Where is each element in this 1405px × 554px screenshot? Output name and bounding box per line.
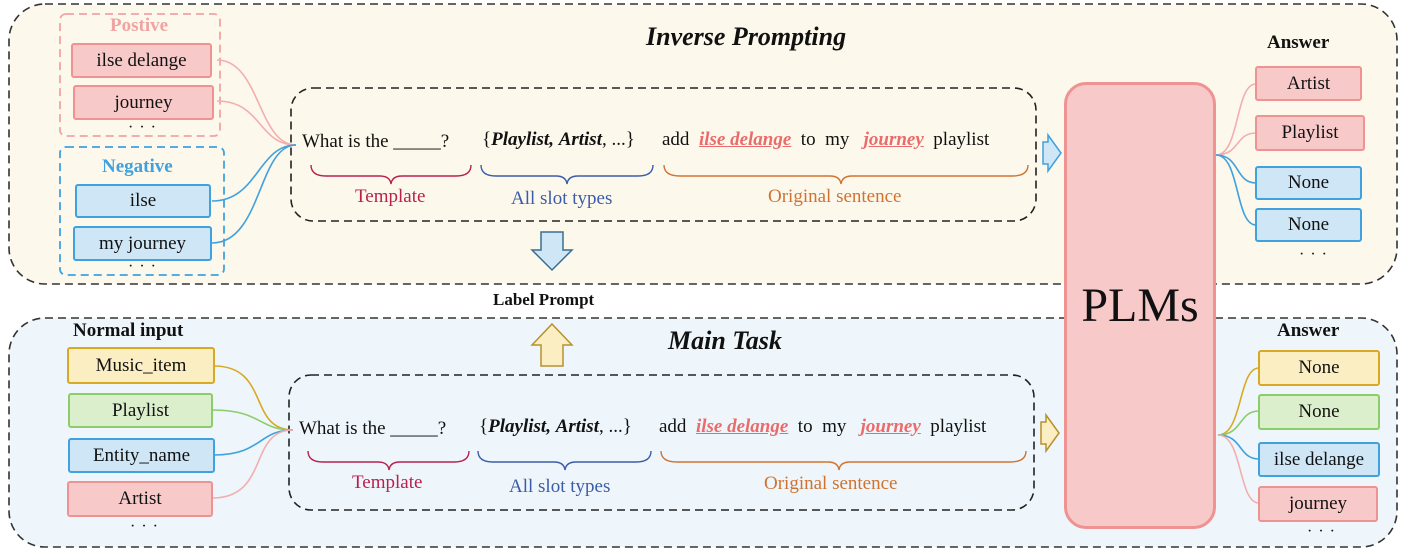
slot-playlist: Playlist — [491, 129, 550, 150]
inverse-prompting-title: Inverse Prompting — [646, 22, 847, 51]
connector-answer-none-2 — [1215, 154, 1257, 226]
brace-slots-top — [480, 164, 654, 185]
entity-journey: journey — [860, 416, 921, 437]
positive-ellipsis: · · · — [128, 119, 157, 136]
connector-answer-b1 — [1217, 367, 1260, 436]
input-ellipsis: · · · — [130, 518, 159, 535]
connector-answer-playlist — [1215, 132, 1257, 156]
brace-slots-bottom — [477, 450, 652, 471]
input-artist: Artist — [67, 481, 213, 517]
bottom-label-template: Template — [352, 472, 423, 493]
slot-separator: , — [549, 129, 554, 150]
label-prompt: Label Prompt — [493, 290, 595, 309]
top-label-template: Template — [355, 186, 426, 207]
word-add: add — [662, 129, 690, 150]
bottom-answer-1: None — [1258, 350, 1380, 386]
bottom-answer-4: journey — [1258, 486, 1378, 522]
negative-item-ilse: ilse — [75, 184, 211, 218]
bottom-label-original: Original sentence — [764, 473, 898, 494]
word-to: to — [800, 129, 816, 150]
arrow-bottom-to-plm — [1040, 412, 1060, 454]
negative-header: Negative — [102, 156, 173, 177]
connector-answer-artist — [1215, 83, 1257, 156]
entity-ilse-delange: ilse delange — [698, 129, 792, 150]
entity-journey: journey — [863, 129, 924, 150]
word-playlist: playlist — [933, 129, 990, 150]
top-label-original: Original sentence — [768, 186, 902, 207]
top-slot-types: {Playlist, Artist, ...} — [482, 129, 635, 151]
connector-negative-1 — [211, 144, 297, 202]
bottom-answer-3: ilse delange — [1258, 442, 1380, 477]
connector-answer-b2 — [1217, 410, 1260, 436]
bottom-answer-2: None — [1258, 394, 1380, 430]
input-music-item: Music_item — [67, 347, 215, 384]
brace-original-top — [663, 164, 1029, 185]
connector-answer-b4 — [1217, 434, 1260, 504]
negative-ellipsis: · · · — [128, 258, 157, 275]
connector-playlist — [211, 409, 294, 431]
normal-input-header: Normal input — [73, 320, 184, 341]
plms-label: PLMs — [1081, 279, 1199, 332]
input-entity-name: Entity_name — [68, 438, 215, 473]
connector-positive-1 — [216, 59, 297, 146]
word-my: my — [822, 416, 847, 437]
entity-ilse-delange: ilse delange — [695, 416, 789, 437]
slot-artist: Artist — [558, 129, 602, 150]
slot-artist: Artist — [555, 416, 599, 437]
slot-open-brace: { — [482, 129, 492, 150]
input-playlist: Playlist — [68, 393, 213, 428]
bottom-label-slots: All slot types — [509, 476, 611, 497]
top-label-slots: All slot types — [511, 188, 613, 209]
arrow-down-label-prompt — [530, 231, 574, 272]
positive-item-ilse-delange: ilse delange — [71, 43, 212, 78]
positive-group — [59, 13, 221, 137]
top-template-text: What is the _____? — [302, 131, 450, 152]
top-answer-header: Answer — [1267, 32, 1330, 53]
word-add: add — [659, 416, 687, 437]
top-answer-none-2: None — [1255, 208, 1362, 242]
slot-close: , ...} — [599, 416, 632, 437]
top-answer-ellipsis: · · · — [1299, 246, 1328, 263]
brace-template-bottom — [307, 450, 470, 471]
slot-separator: , — [546, 416, 551, 437]
slot-close: , ...} — [602, 129, 635, 150]
arrow-top-to-plm — [1042, 132, 1062, 174]
plms-box: PLMs — [1064, 82, 1216, 529]
main-task-title: Main Task — [668, 326, 782, 355]
positive-item-journey: journey — [73, 85, 214, 120]
brace-template-top — [310, 164, 472, 185]
word-to: to — [797, 416, 813, 437]
top-answer-playlist: Playlist — [1255, 115, 1365, 151]
top-answer-artist: Artist — [1255, 66, 1362, 101]
bottom-prompt-box — [288, 374, 1035, 511]
slot-open-brace: { — [479, 416, 489, 437]
connector-artist — [211, 429, 294, 499]
top-original-sentence: add ilse delange to my journey playlist — [662, 129, 989, 151]
connector-negative-2 — [211, 144, 297, 244]
positive-header: Postive — [110, 15, 169, 36]
bottom-answer-header: Answer — [1277, 320, 1340, 341]
bottom-slot-types: {Playlist, Artist, ...} — [479, 416, 632, 438]
inverse-prompting-panel — [8, 3, 1398, 285]
negative-item-ilse-label: ilse — [129, 190, 157, 211]
connector-positive-2 — [216, 100, 297, 146]
bottom-answer-ellipsis: · · · — [1307, 523, 1336, 540]
brace-original-bottom — [660, 450, 1027, 471]
top-answer-none-1: None — [1255, 166, 1362, 200]
slot-playlist: Playlist — [488, 416, 547, 437]
top-prompt-box — [290, 87, 1037, 222]
connector-answer-b3 — [1217, 434, 1260, 460]
connector-music-item — [213, 365, 294, 431]
word-playlist: playlist — [930, 416, 987, 437]
arrow-up-label-prompt — [530, 322, 574, 367]
word-my: my — [825, 129, 850, 150]
bottom-template-text: What is the _____? — [299, 418, 447, 439]
negative-item-my-journey: my journey — [73, 226, 212, 261]
bottom-original-sentence: add ilse delange to my journey playlist — [659, 416, 986, 438]
